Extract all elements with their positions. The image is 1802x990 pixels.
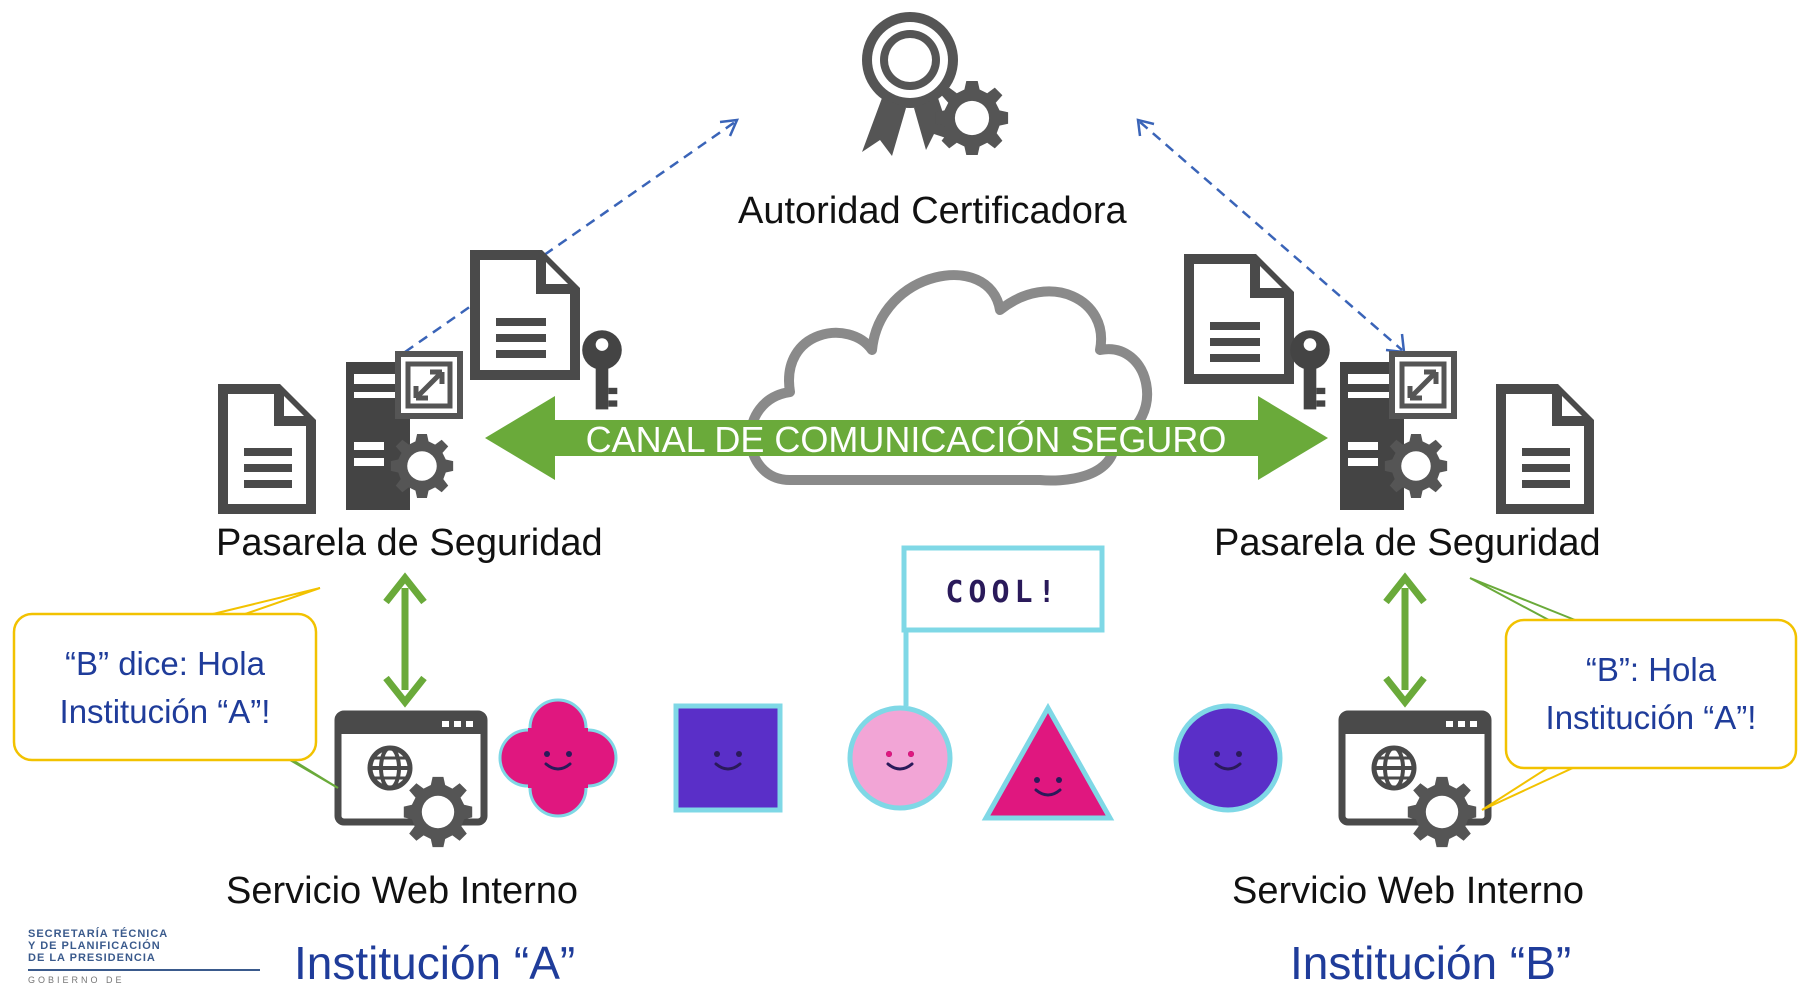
institution-a-label: Institución “A” bbox=[294, 937, 576, 989]
web-service-icon-b bbox=[1342, 714, 1488, 848]
gateway-b-label: Pasarela de Seguridad bbox=[1214, 522, 1601, 564]
server-gear-icon bbox=[346, 354, 460, 510]
authority-label: Autoridad Certificadora bbox=[738, 190, 1127, 232]
flag-icon: COOL! bbox=[901, 545, 1105, 706]
bubble-a-line1: “B” dice: Hola bbox=[65, 645, 265, 682]
speech-bubble-b bbox=[1469, 577, 1798, 811]
triangle-smiley-icon bbox=[981, 702, 1115, 821]
institution-b-label: Institución “B” bbox=[1290, 937, 1572, 989]
document-key-icon bbox=[470, 250, 622, 410]
document-icon-b bbox=[1496, 384, 1594, 514]
server-gear-icon-b bbox=[1340, 354, 1454, 510]
document-key-icon-b bbox=[1184, 254, 1330, 410]
trust-link-a bbox=[404, 118, 740, 354]
sticker-label: COOL! bbox=[945, 575, 1060, 610]
certificate-gear-icon bbox=[862, 12, 1009, 156]
service-b-label: Servicio Web Interno bbox=[1232, 870, 1585, 912]
speech-bubble-a bbox=[12, 587, 339, 789]
purple-circle-smiley-icon bbox=[1173, 703, 1283, 813]
secure-channel-arrow: CANAL DE COMUNICACIÓN SEGURO bbox=[485, 396, 1328, 480]
bubble-b-line1: “B”: Hola bbox=[1585, 651, 1717, 688]
circle-smiley-icon bbox=[847, 705, 953, 811]
logo-line-2: Y DE PLANIFICACIÓN bbox=[28, 940, 161, 952]
document-icon bbox=[218, 384, 316, 514]
gateway-service-arrow-a bbox=[383, 572, 427, 708]
bubble-b-text: “B”: Hola Institución “A”! bbox=[1506, 646, 1796, 742]
bubble-a-text: “B” dice: Hola Institución “A”! bbox=[14, 640, 316, 736]
bubble-a-line2: Institución “A”! bbox=[59, 693, 271, 730]
web-service-icon bbox=[338, 714, 484, 848]
channel-label: CANAL DE COMUNICACIÓN SEGURO bbox=[586, 419, 1227, 460]
logo-line-1: SECRETARÍA TÉCNICA bbox=[28, 928, 169, 940]
logo-line-4: GOBIERNO DE bbox=[28, 975, 125, 985]
service-a-label: Servicio Web Interno bbox=[226, 870, 579, 912]
gateway-service-arrow-b bbox=[1383, 572, 1427, 708]
square-smiley-icon bbox=[673, 703, 783, 813]
flower-smiley-icon bbox=[498, 698, 618, 818]
gateway-a-label: Pasarela de Seguridad bbox=[216, 522, 603, 564]
bubble-b-line2: Institución “A”! bbox=[1545, 699, 1757, 736]
logo-line-3: DE LA PRESIDENCIA bbox=[28, 952, 156, 964]
